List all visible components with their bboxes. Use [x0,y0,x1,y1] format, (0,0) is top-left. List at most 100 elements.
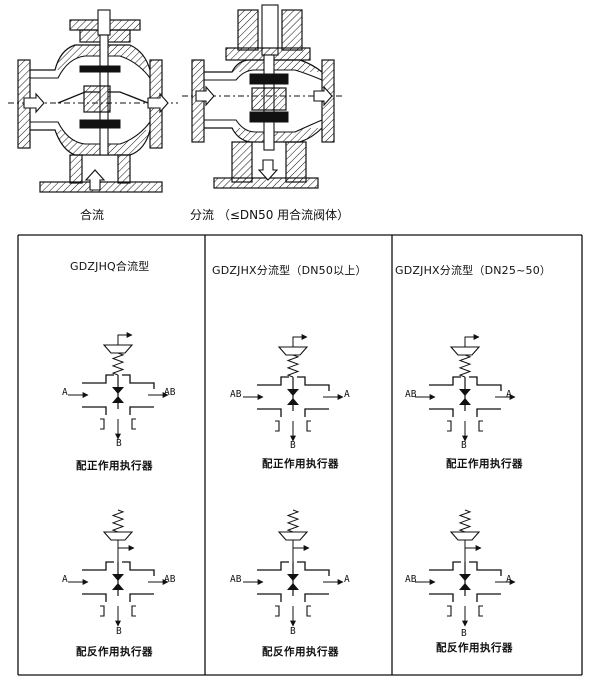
bottom-bracket-right [478,420,483,432]
bottom-bracket-right [131,605,136,617]
diaphragm [102,344,134,354]
diaphragm [449,346,481,356]
body-wall-upper-left [257,561,289,571]
diaphragm [277,346,309,356]
p1-upper-caption: 配正作用执行器 [76,460,153,472]
valve-schematics [68,332,516,627]
spring [286,509,300,533]
p3-upper-port-bottom: B [461,440,467,451]
plug-upper [287,389,299,396]
body-wall-upper-right [297,561,330,576]
diaphragm [449,531,481,541]
panel-title-mixing: GDZJHQ合流型 [70,260,150,273]
valve-schematic-p1-lower [68,509,169,627]
p1-lower-port-left: A [62,574,68,585]
body-wall-upper-left [82,374,114,384]
mixing-valve-section-drawing [8,9,178,193]
body-wall-lower-right [129,593,154,602]
spring [286,354,300,378]
valve-schematic-p2-lower [243,509,344,627]
diaphragm [277,531,309,541]
bottom-bracket-left [275,605,280,617]
body-wall-lower-right [476,593,501,602]
p1-upper-port-left: A [62,387,68,398]
signal-line [117,540,135,551]
diverting-caption: 分流 （≤DN50 用合流阀体） [190,208,350,222]
body-wall-upper-right [122,561,155,576]
p3-lower-port-right: A [506,574,512,585]
plug-lower [459,583,471,590]
body-wall-lower-right [304,593,329,602]
p2-upper-port-right: A [344,389,350,400]
body-wall-lower-right [476,408,501,417]
spring [111,509,125,533]
plug-upper [459,574,471,581]
p3-lower-port-bottom: B [461,628,467,639]
body-wall-lower-right [129,406,154,415]
signal-line [117,332,133,345]
bottom-bracket-left [100,418,105,430]
body-wall-upper-left [257,376,289,386]
panel-title-diverting-small: GDZJHX分流型（DN25~50） [395,264,552,277]
body-wall-upper-left [429,376,461,386]
spring [111,352,125,376]
bottom-bracket-left [100,605,105,617]
p2-upper-port-left: AB [230,389,242,400]
plug-upper [459,389,471,396]
signal-line [292,334,308,347]
plug-lower [287,583,299,590]
bottom-bracket-right [306,605,311,617]
plug-upper [287,574,299,581]
plug-lower [112,396,124,403]
p1-lower-caption: 配反作用执行器 [76,646,153,658]
body-wall-lower-left [429,408,454,417]
p2-upper-caption: 配正作用执行器 [262,458,339,470]
bottom-bracket-right [306,420,311,432]
bottom-bracket-right [131,418,136,430]
plug-upper [112,574,124,581]
bottom-bracket-right [478,605,483,617]
plug-lower [287,398,299,405]
diverting-valve-section-drawing [182,4,345,189]
plug-lower [112,583,124,590]
mixing-caption: 合流 [80,208,105,222]
signal-line [464,334,480,347]
spring [458,509,472,533]
body-wall-upper-right [469,376,502,391]
valve-schematic-p2-upper [243,334,344,442]
p2-upper-port-bottom: B [290,440,296,451]
p3-lower-caption: 配反作用执行器 [436,642,513,654]
bottom-bracket-left [275,420,280,432]
body-wall-upper-right [122,374,155,389]
p2-lower-caption: 配反作用执行器 [262,646,339,658]
valve-schematic-p3-lower [415,509,516,627]
body-wall-lower-left [82,593,107,602]
body-wall-upper-right [469,561,502,576]
plug-lower [459,398,471,405]
body-wall-lower-left [257,408,282,417]
body-wall-upper-left [429,561,461,571]
p2-lower-port-bottom: B [290,626,296,637]
p2-lower-port-left: AB [230,574,242,585]
body-wall-upper-right [297,376,330,391]
body-wall-lower-left [429,593,454,602]
p1-upper-port-right: AB [164,387,176,398]
body-wall-lower-right [304,408,329,417]
diaphragm [102,531,134,541]
body-wall-upper-left [82,561,114,571]
plug-upper [112,387,124,394]
body-wall-lower-left [257,593,282,602]
p3-upper-port-right: A [506,389,512,400]
bottom-bracket-left [447,420,452,432]
signal-line [292,540,310,551]
signal-line [464,540,482,551]
valve-schematic-p1-upper [68,332,169,440]
body-wall-lower-left [82,406,107,415]
valve-schematic-p3-upper [415,334,516,442]
spring [458,354,472,378]
p3-upper-port-left: AB [405,389,417,400]
p1-lower-port-bottom: B [116,626,122,637]
schematic-frame [17,234,583,676]
